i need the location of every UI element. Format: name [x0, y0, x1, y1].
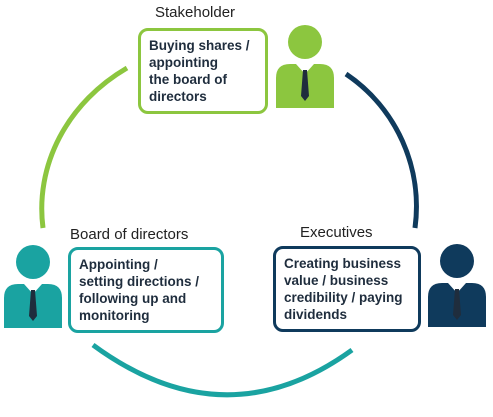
board-title: Board of directors	[70, 226, 189, 243]
board-line: following up and	[79, 291, 187, 306]
stakeholder-line: directors	[149, 89, 207, 104]
stakeholder-title: Stakeholder	[155, 4, 236, 21]
stakeholder-box: Buying shares / appointing the board of …	[138, 28, 268, 114]
executives-title: Executives	[300, 224, 373, 241]
arc-teal	[91, 342, 354, 398]
board-box: Appointing / setting directions / follow…	[68, 247, 224, 333]
stakeholder-line: Buying shares /	[149, 38, 250, 53]
arc-navy	[344, 71, 419, 229]
stakeholder-line: appointing	[149, 55, 218, 70]
board-person-icon	[4, 245, 62, 328]
executives-line: value / business	[284, 273, 389, 288]
stakeholder-line: the board of	[149, 72, 227, 87]
board-line: monitoring	[79, 308, 150, 323]
executives-person-icon	[428, 244, 486, 327]
board-line: setting directions /	[79, 274, 200, 289]
executives-line: Creating business	[284, 256, 402, 271]
stakeholder-person-icon	[276, 25, 334, 108]
executives-line: credibility / paying	[284, 290, 403, 305]
arc-green	[39, 65, 129, 229]
board-line: Appointing /	[79, 257, 158, 272]
executives-line: dividends	[284, 307, 348, 322]
executives-box: Creating business value / business credi…	[273, 246, 421, 332]
